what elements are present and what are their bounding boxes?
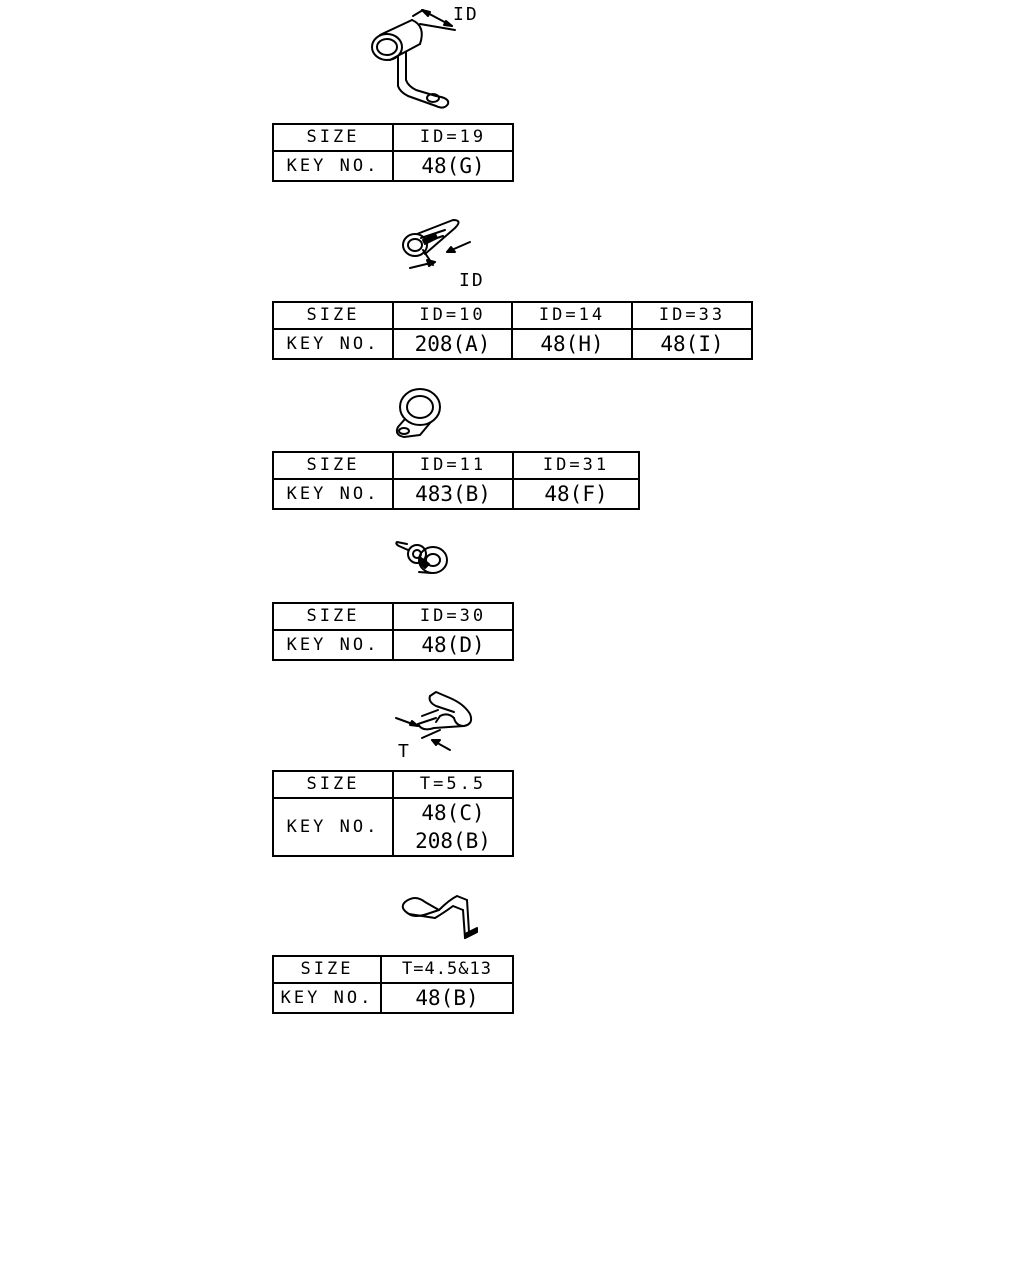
p-clamp-leg-icon [371, 9, 456, 109]
size-row: SIZE T=4.5&13 [272, 955, 514, 984]
size-row-label: SIZE [272, 770, 394, 799]
key-cell: 48(D) [392, 629, 514, 661]
s-clip-icon [401, 895, 478, 939]
key-value: 48(H) [540, 332, 604, 356]
key-cell: 48(G) [392, 150, 514, 182]
clamp-figure-3 [390, 385, 450, 445]
size-cell: ID=14 [511, 301, 633, 330]
spec-table-3: SIZE ID=11 ID=31 KEY NO. 483(B) 48(F) [272, 451, 640, 510]
key-row: KEY NO. 208(A) 48(H) 48(I) [272, 328, 753, 360]
key-row: KEY NO. 483(B) 48(F) [272, 478, 640, 510]
size-row: SIZE T=5.5 [272, 770, 514, 799]
size-cell: T=5.5 [392, 770, 514, 799]
spec-table-6: SIZE T=4.5&13 KEY NO. 48(B) [272, 955, 514, 1014]
size-cell: ID=33 [631, 301, 753, 330]
dimension-label: ID [453, 4, 479, 25]
panel-clip-icon [395, 691, 473, 751]
key-cell: 48(C) 208(B) [392, 797, 514, 857]
key-cell: 48(I) [631, 328, 753, 360]
size-row: SIZE ID=30 [272, 602, 514, 631]
spec-table-4: SIZE ID=30 KEY NO. 48(D) [272, 602, 514, 661]
p-clamp-icon [395, 388, 441, 438]
size-row-label: SIZE [272, 451, 394, 480]
size-row: SIZE ID=10 ID=14 ID=33 [272, 301, 753, 330]
key-row-label: KEY NO. [272, 478, 394, 510]
size-cell: ID=31 [512, 451, 640, 480]
key-row-label: KEY NO. [272, 982, 382, 1014]
key-cell: 48(H) [511, 328, 633, 360]
key-value: 48(G) [421, 154, 485, 178]
clamp-figure-4 [393, 532, 453, 582]
size-row-label: SIZE [272, 301, 394, 330]
key-row: KEY NO. 48(C) 208(B) [272, 797, 514, 857]
size-row-label: SIZE [272, 955, 382, 984]
key-value: 48(D) [421, 633, 485, 657]
key-row: KEY NO. 48(B) [272, 982, 514, 1014]
size-cell: T=4.5&13 [380, 955, 514, 984]
key-value: 48(B) [415, 986, 479, 1010]
key-row-label: KEY NO. [272, 629, 394, 661]
key-value: 208(A) [414, 332, 491, 356]
size-cell: ID=30 [392, 602, 514, 631]
key-cell: 48(B) [380, 982, 514, 1014]
dimension-label: T [398, 741, 411, 762]
size-row: SIZE ID=19 [272, 123, 514, 152]
clamp-figure-2 [395, 210, 485, 285]
key-cell: 208(A) [392, 328, 513, 360]
spec-table-1: SIZE ID=19 KEY NO. 48(G) [272, 123, 514, 182]
key-value: 48(C) [421, 801, 485, 825]
key-row-label: KEY NO. [272, 328, 394, 360]
key-row: KEY NO. 48(G) [272, 150, 514, 182]
size-cell: ID=10 [392, 301, 513, 330]
clamp-figure-1 [350, 0, 490, 115]
key-cell: 483(B) [392, 478, 514, 510]
key-value: 208(B) [415, 829, 491, 853]
key-value: 48(F) [544, 482, 608, 506]
key-cell: 48(F) [512, 478, 640, 510]
key-value: 483(B) [415, 482, 491, 506]
dimension-label: ID [459, 270, 485, 291]
key-value: 48(I) [660, 332, 724, 356]
spec-table-2: SIZE ID=10 ID=14 ID=33 KEY NO. 208(A) 48… [272, 301, 753, 360]
double-ring-clip-icon [395, 541, 448, 574]
round-clip-icon [402, 219, 471, 269]
key-row-label: KEY NO. [272, 797, 394, 857]
size-cell: ID=19 [392, 123, 514, 152]
size-row-label: SIZE [272, 123, 394, 152]
clamp-figure-5 [392, 688, 482, 758]
size-row: SIZE ID=11 ID=31 [272, 451, 640, 480]
size-row-label: SIZE [272, 602, 394, 631]
spec-table-5: SIZE T=5.5 KEY NO. 48(C) 208(B) [272, 770, 514, 857]
size-cell: ID=11 [392, 451, 514, 480]
key-row-label: KEY NO. [272, 150, 394, 182]
clamp-figure-6 [395, 888, 485, 943]
key-row: KEY NO. 48(D) [272, 629, 514, 661]
